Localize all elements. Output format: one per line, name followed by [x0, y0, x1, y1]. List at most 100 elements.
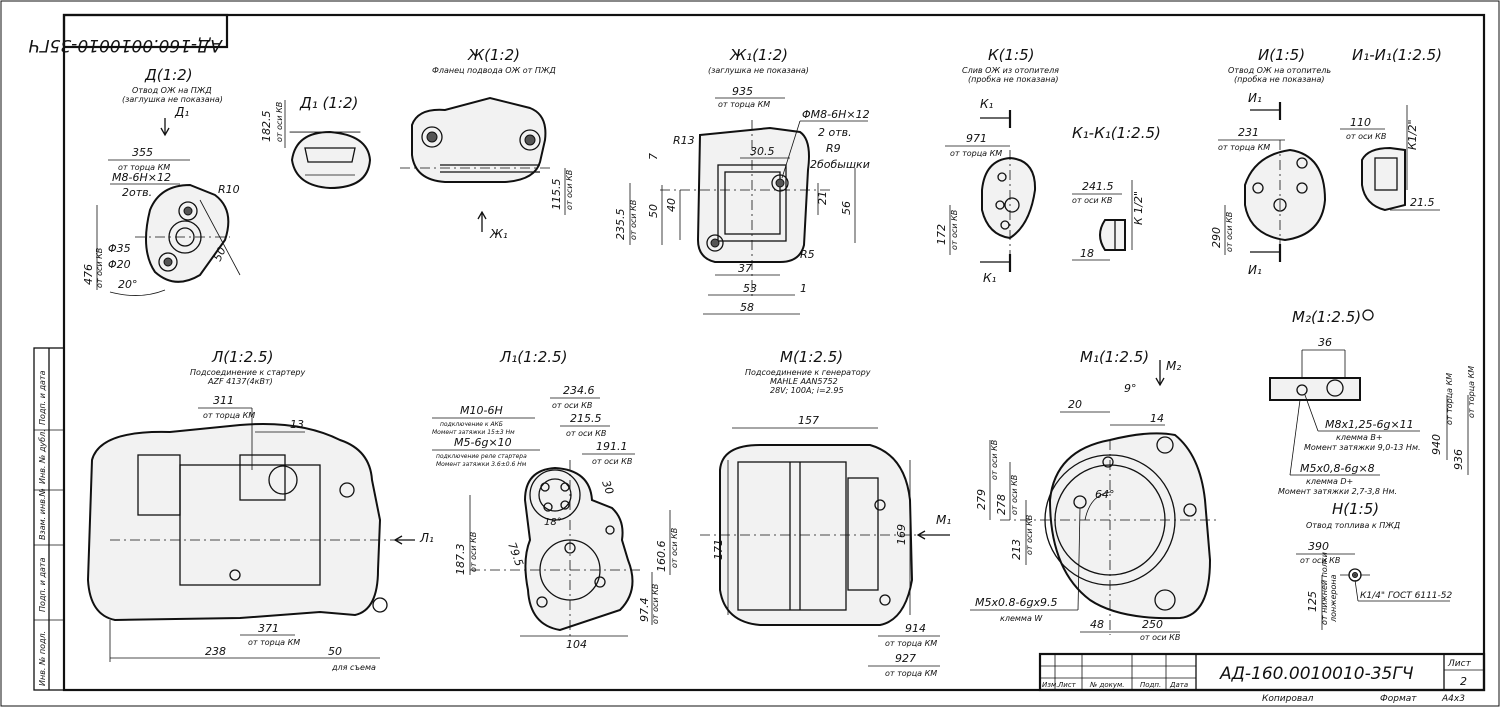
view-i-arrow-top: И₁: [1248, 91, 1262, 105]
stamp-orig-inv: Инв. № подл.: [38, 631, 47, 686]
view-m-dim-169: 169: [895, 524, 908, 545]
copied-label: Копировал: [1262, 694, 1314, 704]
view-d: Д(1:2) Отвод ОЖ на ПЖД (заглушка не пока…: [82, 66, 241, 296]
view-k1: К₁-К₁(1:2.5) 241.5 от оси КВ К 1/2" 18: [1072, 124, 1161, 261]
view-zh1-dim-53: 53: [743, 282, 757, 295]
view-zh1-dim-58: 58: [740, 301, 754, 314]
view-zh1-dim-21: 21: [816, 191, 829, 205]
view-zh1-dim-from: от торца КМ: [718, 100, 770, 109]
view-m2-part: [1269, 377, 1361, 401]
view-m1-dim-20: 20: [1068, 398, 1082, 411]
view-n: Н(1:5) Отвод топлива к ПЖД 390 от оси КВ…: [1296, 500, 1452, 630]
view-d-flange: [145, 183, 230, 283]
view-l-housing: [86, 423, 382, 622]
view-k1-plug: [1099, 219, 1126, 251]
view-d-note1: Отвод ОЖ на ПЖД: [132, 86, 212, 95]
view-k-dim-172: 172: [935, 224, 948, 245]
view-k-dim-971-from: от торца КМ: [950, 149, 1002, 158]
view-d1-title: Д₁ (1:2): [299, 94, 358, 112]
view-m1: М₁(1:2.5) М₂ 9° 20 14 279 от оси КВ 278 …: [970, 348, 1220, 642]
view-l1-dim-234-from: от оси КВ: [552, 401, 592, 410]
view-d-dim-476-from: от оси КВ: [95, 248, 104, 288]
view-l1-dim-187: 187.3: [454, 544, 467, 576]
mirrored-doc-number: АД-160.0010010-35ГЧ: [28, 35, 223, 55]
view-k1-dim-241: 241.5: [1082, 180, 1114, 193]
view-zh-note1: Фланец подвода ОЖ от ПЖД: [432, 66, 556, 75]
view-m1-dim-250: 250: [1142, 618, 1163, 631]
view-zh1-dim-30: 30.5: [750, 145, 775, 158]
view-m1-housing: [1048, 432, 1212, 620]
view-i1-dim-thread: К1/2": [1406, 119, 1419, 150]
view-l-dim-371: 371: [258, 622, 279, 635]
view-l-arrow-label: Л₁: [419, 531, 434, 545]
mirrored-doc-number-box: АД-160.0010010-35ГЧ: [28, 13, 229, 55]
view-m2-torque1: Момент затяжки 9,0-13 Нм.: [1304, 443, 1421, 452]
view-l: Л(1:2.5) Подсоединение к стартеру AZF 41…: [86, 348, 434, 672]
view-i1: И₁-И₁(1:2.5) 110 от оси КВ К1/2" 21.5: [1340, 46, 1442, 212]
view-m-dim-171: 171: [712, 539, 725, 560]
view-m2: М₂(1:2.5) 36 936 от торца КМ 940 от торц…: [1269, 308, 1476, 496]
view-n-dim-125-from2: лонжерона: [1329, 574, 1338, 623]
view-k-title: К(1:5): [988, 46, 1035, 64]
view-zh1-dim-935: 935: [732, 85, 753, 98]
view-n-dim-125-from: от нижней полки: [1320, 552, 1329, 625]
view-d-dim-50: 50: [211, 245, 229, 263]
view-m1-dim-14: 14: [1150, 412, 1164, 425]
view-zh1-dim-r9: R9: [826, 142, 841, 155]
view-d-dim-thread: М8-6Н×12: [112, 171, 171, 184]
view-l1-dim-30: 30: [599, 479, 616, 497]
view-m2-terminal-b: клемма В+: [1336, 433, 1383, 442]
view-m1-thread: М5х0.8-6gх9.5: [975, 596, 1057, 609]
view-l-dim-311-from: от торца КМ: [203, 411, 255, 420]
view-l1: Л₁(1:2.5) 234.6 от оси КВ 215.5 от оси К…: [432, 348, 679, 651]
view-l1-dim-97-from: от оси КВ: [651, 584, 660, 624]
view-i-part: [1244, 148, 1327, 242]
view-m1-dim-278: 278: [995, 494, 1008, 515]
view-m2-dim-36: 36: [1318, 336, 1332, 349]
view-l1-relay: подключение реле стартера: [436, 453, 527, 460]
view-zh1-dim-7: 7: [647, 153, 660, 160]
view-m1-dim-48: 48: [1090, 618, 1104, 631]
view-i: И(1:5) Отвод ОЖ на отопитель (пробка не …: [1210, 46, 1331, 277]
view-l1-thread1: М10-6Н: [460, 404, 503, 417]
view-m-dim-157: 157: [798, 414, 819, 427]
view-zh1-part: [696, 126, 810, 263]
view-l1-title: Л₁(1:2.5): [499, 348, 567, 366]
view-l1-dim-234: 234.6: [563, 384, 595, 397]
view-k-note2: (пробка не показана): [968, 75, 1059, 84]
view-d-dim-355: 355: [132, 146, 153, 159]
view-m2-dim-936: 936: [1452, 449, 1465, 470]
view-k-dim-971: 971: [966, 132, 987, 145]
view-m2-dim-940: 940: [1430, 434, 1443, 455]
view-l-title: Л(1:2.5): [211, 348, 273, 366]
view-zh-arrow-label: Ж₁: [489, 227, 508, 241]
view-d-note2: (заглушка не показана): [122, 95, 223, 104]
view-l-dim-311: 311: [213, 394, 234, 407]
view-d-arrow-label: Д₁: [174, 105, 189, 119]
view-m-note1: Подсоединение к генератору: [745, 368, 871, 377]
view-k-part: [981, 156, 1037, 240]
view-m-note2: MAHLE AAN5752: [770, 377, 838, 386]
view-k1-dim-241-from: от оси КВ: [1072, 196, 1112, 205]
view-l1-dim-215: 215.5: [570, 412, 602, 425]
view-l1-dim-191: 191.1: [596, 440, 628, 453]
view-l1-starter: [523, 466, 634, 632]
view-k-arrow-top: К₁: [980, 97, 994, 111]
view-i1-title: И₁-И₁(1:2.5): [1352, 46, 1442, 64]
view-k-arrow-bottom: К₁: [983, 271, 997, 285]
view-l1-dim-160: 160.6: [655, 541, 668, 573]
view-d-dim-phi35: Φ35: [108, 242, 131, 255]
view-i-dim-231-from: от торца КМ: [1218, 143, 1270, 152]
view-i1-dim-110: 110: [1350, 116, 1371, 129]
view-m1-dim-279-from: от оси КВ: [990, 440, 999, 480]
view-zh1-dim-holes: 2 отв.: [818, 126, 852, 139]
view-m-title: М(1:2.5): [780, 348, 843, 366]
view-zh1-dim-r13: R13: [673, 134, 695, 147]
view-l-dim-50-note: для съема: [331, 663, 376, 672]
view-d1-dim-182: 182.5: [260, 111, 273, 143]
view-m-arrow-label: М₁: [936, 513, 951, 527]
stamp-dup-inv: Инв. № дубл.: [38, 429, 47, 484]
view-d-dim-r10: R10: [218, 183, 240, 196]
view-m1-dim-250-from: от оси КВ: [1140, 633, 1180, 642]
